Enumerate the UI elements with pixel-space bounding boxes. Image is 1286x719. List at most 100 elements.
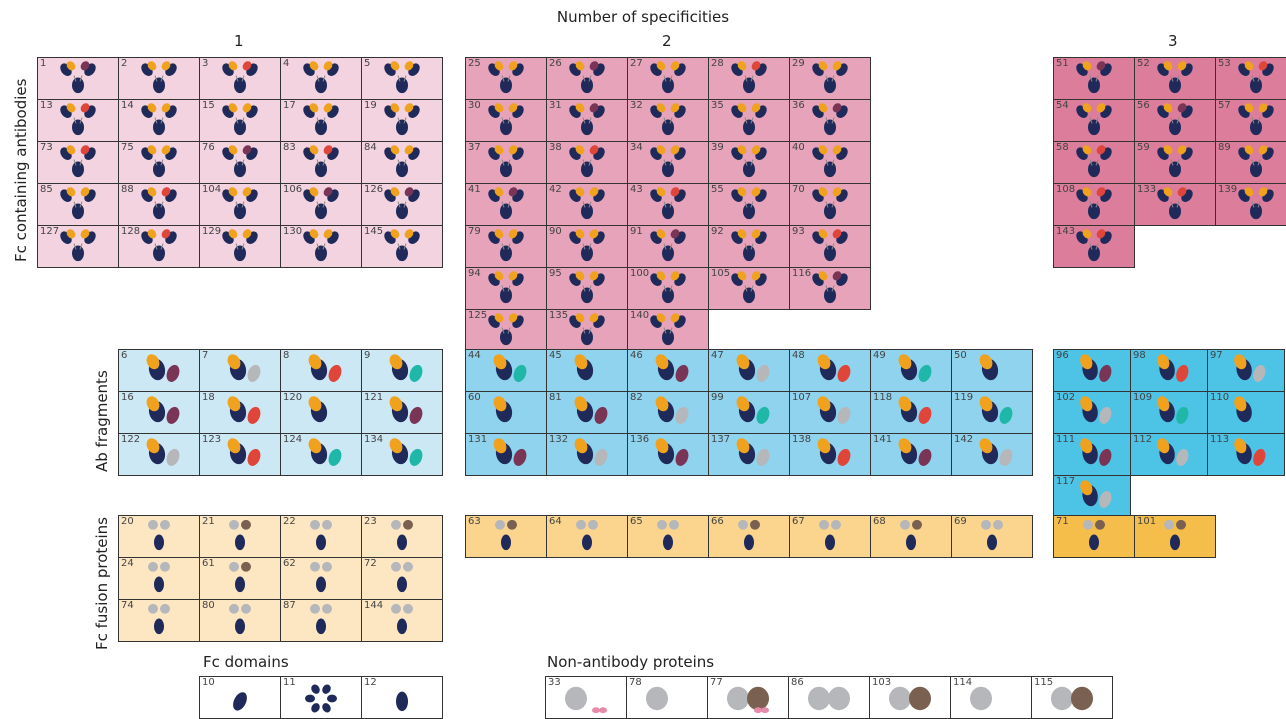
molecule-icon — [200, 434, 280, 475]
molecule-icon — [362, 184, 442, 225]
molecule-icon — [200, 516, 280, 557]
molecule-icon — [1135, 58, 1215, 99]
molecule-icon — [1216, 58, 1286, 99]
molecule-icon — [466, 350, 546, 391]
molecule-cell: 45 — [547, 350, 628, 392]
molecule-cell: 46 — [628, 350, 709, 392]
molecule-icon — [119, 600, 199, 641]
molecule-cell: 128 — [119, 226, 200, 268]
molecule-icon — [628, 184, 708, 225]
molecule-cell: 113 — [1208, 434, 1285, 476]
molecule-icon — [790, 516, 870, 557]
molecule-cell: 97 — [1208, 350, 1285, 392]
molecule-cell: 144 — [362, 600, 443, 642]
molecule-icon — [952, 516, 1032, 557]
molecule-cell: 67 — [790, 516, 871, 558]
molecule-cell: 80 — [200, 600, 281, 642]
molecule-icon — [466, 392, 546, 433]
molecule-cell: 72 — [362, 558, 443, 600]
molecule-icon — [119, 58, 199, 99]
molecule-icon — [628, 516, 708, 557]
molecule-icon — [362, 392, 442, 433]
molecule-icon — [547, 310, 627, 351]
molecule-icon — [200, 100, 280, 141]
molecule-cell: 19 — [362, 100, 443, 142]
molecule-cell: 141 — [871, 434, 952, 476]
fc-domains-grid: 101112 — [199, 676, 443, 719]
molecule-cell: 58 — [1054, 142, 1135, 184]
molecule-cell: 94 — [466, 268, 547, 310]
molecule-cell: 86 — [789, 677, 870, 719]
molecule-cell: 137 — [709, 434, 790, 476]
molecule-cell: 30 — [466, 100, 547, 142]
molecule-cell: 105 — [709, 268, 790, 310]
molecule-icon — [1135, 516, 1215, 557]
molecule-cell: 3 — [200, 58, 281, 100]
molecule-cell: 121 — [362, 392, 443, 434]
molecule-icon — [709, 100, 789, 141]
molecule-icon — [466, 268, 546, 309]
molecule-cell: 109 — [1131, 392, 1208, 434]
molecule-icon — [628, 310, 708, 351]
molecule-cell: 33 — [546, 677, 627, 719]
molecule-icon — [546, 677, 626, 718]
column-header-2: 2 — [662, 32, 672, 50]
molecule-cell: 118 — [871, 392, 952, 434]
molecule-icon — [466, 226, 546, 267]
page-title: Number of specificities — [0, 8, 1286, 26]
molecule-icon — [790, 434, 870, 475]
molecule-icon — [952, 434, 1032, 475]
molecule-icon — [466, 516, 546, 557]
molecule-icon — [119, 516, 199, 557]
molecule-icon — [547, 350, 627, 391]
molecule-icon — [628, 350, 708, 391]
molecule-icon — [281, 184, 361, 225]
molecule-icon — [790, 100, 870, 141]
molecule-cell: 23 — [362, 516, 443, 558]
molecule-icon — [1054, 100, 1134, 141]
molecule-cell: 143 — [1054, 226, 1135, 268]
molecule-cell: 62 — [281, 558, 362, 600]
molecule-cell: 106 — [281, 184, 362, 226]
molecule-icon — [1054, 392, 1130, 433]
molecule-icon — [790, 268, 870, 309]
molecule-icon — [952, 350, 1032, 391]
molecule-icon — [709, 516, 789, 557]
molecule-icon — [790, 392, 870, 433]
molecule-cell: 28 — [709, 58, 790, 100]
molecule-icon — [38, 226, 118, 267]
molecule-cell: 18 — [200, 392, 281, 434]
molecule-cell: 101 — [1135, 516, 1216, 558]
molecule-icon — [1054, 516, 1134, 557]
molecule-icon — [709, 392, 789, 433]
molecule-icon — [790, 58, 870, 99]
molecule-cell: 74 — [119, 600, 200, 642]
molecule-cell: 91 — [628, 226, 709, 268]
molecule-cell: 2 — [119, 58, 200, 100]
molecule-cell: 41 — [466, 184, 547, 226]
molecule-cell: 1 — [38, 58, 119, 100]
molecule-icon — [119, 142, 199, 183]
molecule-cell: 98 — [1131, 350, 1208, 392]
molecule-icon — [38, 142, 118, 183]
molecule-cell: 35 — [709, 100, 790, 142]
molecule-icon — [871, 434, 951, 475]
molecule-cell: 95 — [547, 268, 628, 310]
molecule-cell: 108 — [1054, 184, 1135, 226]
molecule-cell: 93 — [790, 226, 871, 268]
molecule-cell: 15 — [200, 100, 281, 142]
molecule-icon — [1054, 226, 1134, 267]
molecule-cell: 103 — [870, 677, 951, 719]
molecule-icon — [281, 392, 361, 433]
molecule-icon — [38, 100, 118, 141]
molecule-icon — [362, 434, 442, 475]
molecule-icon — [871, 350, 951, 391]
molecule-icon — [1216, 184, 1286, 225]
molecule-cell: 27 — [628, 58, 709, 100]
molecule-icon — [200, 58, 280, 99]
molecule-cell: 59 — [1135, 142, 1216, 184]
molecule-cell: 132 — [547, 434, 628, 476]
molecule-icon — [281, 558, 361, 599]
row-label-fc-fusion: Fc fusion proteins — [93, 517, 111, 650]
molecule-cell: 5 — [362, 58, 443, 100]
